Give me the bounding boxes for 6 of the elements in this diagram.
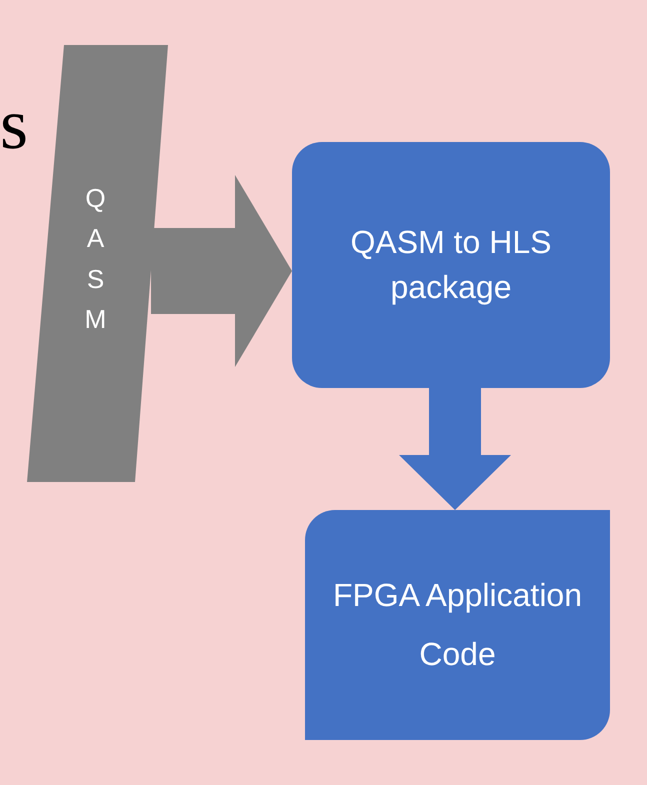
process-box: FPGA Application Code	[305, 510, 610, 740]
block-arrow	[399, 388, 511, 510]
process-box: QASM to HLS package	[292, 142, 610, 388]
block-arrow	[151, 175, 292, 367]
vertical-label: QASM	[84, 182, 108, 336]
partial-text: s	[0, 88, 28, 160]
